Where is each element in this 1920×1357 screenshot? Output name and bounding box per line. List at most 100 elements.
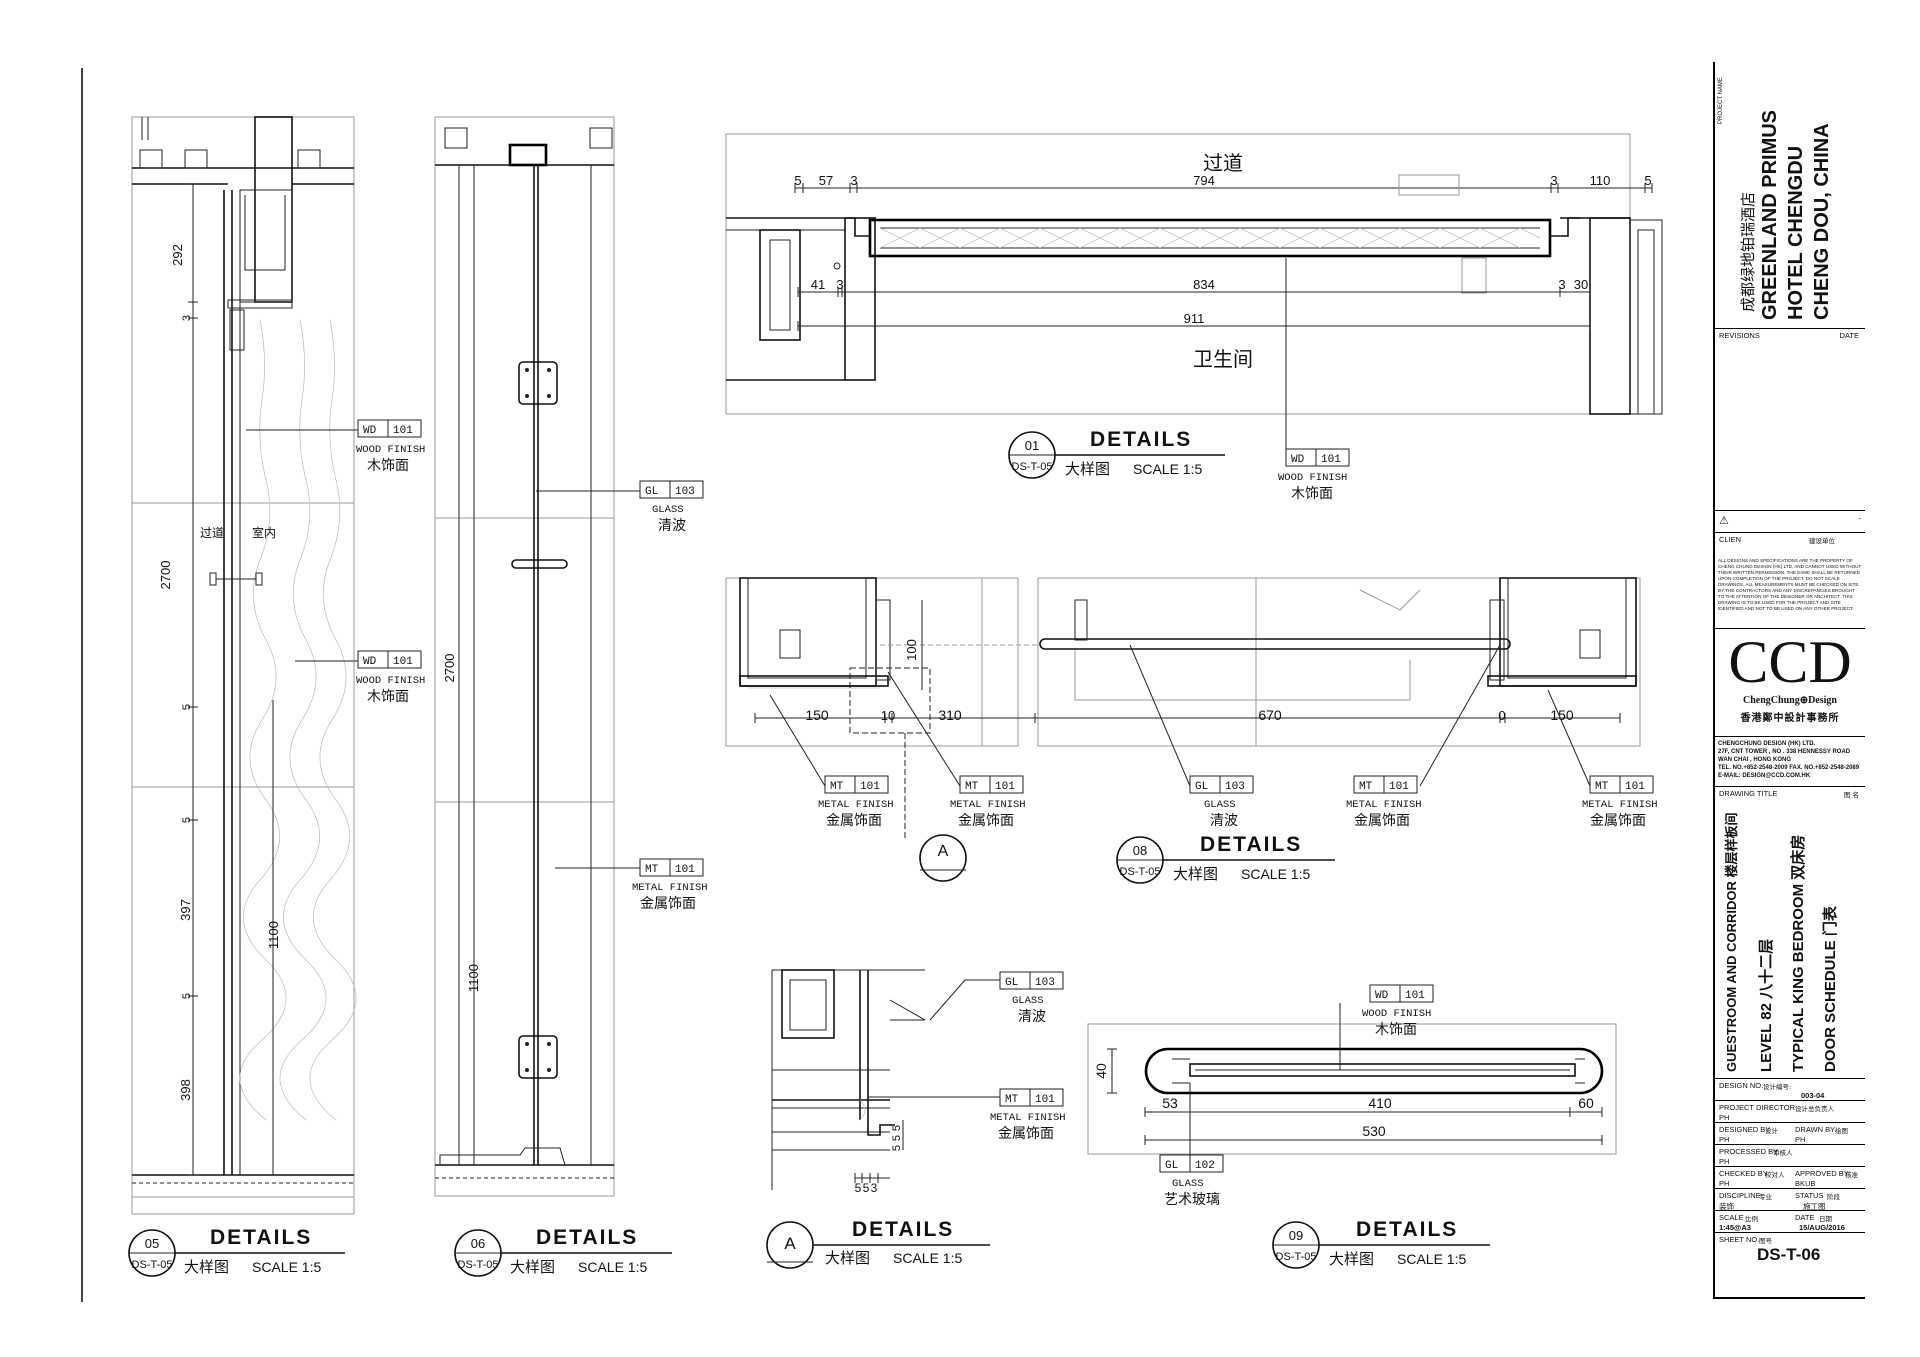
svg-text:SCALE 1:5: SCALE 1:5 (1241, 866, 1310, 882)
project-name-en-1: GREENLAND PRIMUS (1759, 109, 1781, 320)
svg-text:大样图: 大样图 (184, 1258, 229, 1276)
svg-text:01: 01 (1025, 438, 1039, 453)
svg-text:METAL FINISH: METAL FINISH (818, 799, 894, 811)
d09-tag-glass: GL 102 GLASS 艺术玻璃 (1159, 1154, 1224, 1208)
detail-08: A 100 150 10 310 670 0 150 08 DS-T-05 DE… (725, 577, 1641, 884)
svg-text:101: 101 (1625, 781, 1645, 793)
d05-dim-292: 292 (170, 244, 185, 266)
svg-text:MT: MT (1005, 1094, 1019, 1106)
svg-text:3: 3 (850, 173, 857, 188)
svg-text:金属饰面: 金属饰面 (1354, 813, 1410, 829)
svg-text:金属饰面: 金属饰面 (826, 813, 882, 829)
svg-text:SCALE 1:5: SCALE 1:5 (578, 1259, 647, 1275)
svg-text:101: 101 (1389, 781, 1409, 793)
sheet-number: DS-T-06 (1757, 1245, 1821, 1264)
svg-text:410: 410 (1368, 1095, 1392, 1111)
svg-text:2700: 2700 (158, 561, 173, 590)
svg-text:3: 3 (1550, 173, 1557, 188)
svg-text:艺术玻璃: 艺术玻璃 (1164, 1191, 1220, 1208)
svg-text:3: 3 (836, 277, 843, 292)
svg-text:5: 5 (863, 1181, 870, 1195)
d08-section-mark: A (938, 843, 949, 860)
svg-text:METAL FINISH: METAL FINISH (1346, 799, 1422, 811)
svg-text:METAL FINISH: METAL FINISH (950, 799, 1026, 811)
svg-text:GL: GL (1165, 1160, 1178, 1172)
svg-text:SCALE 1:5: SCALE 1:5 (1133, 461, 1202, 477)
svg-text:GL: GL (645, 486, 658, 498)
svg-text:金属饰面: 金属饰面 (958, 813, 1014, 829)
svg-text:530: 530 (1362, 1123, 1386, 1139)
svg-text:WD: WD (363, 425, 377, 437)
svg-text:101: 101 (675, 864, 695, 876)
svg-text:大样图: 大样图 (1329, 1250, 1374, 1268)
project-name-en-2: HOTEL CHENGDU (1785, 145, 1807, 320)
svg-text:GLASS: GLASS (1204, 799, 1236, 811)
project-name-cn: 成都绿地铂瑞酒店 (1739, 191, 1757, 312)
drawing-title-1: GUESTROOM AND CORRIDOR 楼层样板间 (1724, 812, 1739, 1072)
d01-tag-wood: WD 101 WOOD FINISH 木饰面 (1278, 448, 1350, 502)
svg-text:METAL FINISH: METAL FINISH (1582, 799, 1658, 811)
svg-text:大样图: 大样图 (510, 1258, 555, 1276)
svg-text:清波: 清波 (1018, 1009, 1046, 1025)
svg-text:WD: WD (1291, 454, 1305, 466)
svg-text:WD: WD (363, 656, 377, 668)
svg-text:METAL FINISH: METAL FINISH (632, 882, 708, 894)
dA-tag-metal: MT 101 METAL FINISH 金属饰面 (990, 1088, 1066, 1142)
svg-text:101: 101 (1321, 454, 1341, 466)
svg-text:5: 5 (891, 1135, 903, 1141)
svg-text:103: 103 (1035, 977, 1055, 989)
svg-text:MT: MT (1595, 781, 1609, 793)
svg-text:A: A (784, 1234, 796, 1253)
svg-text:DETAILS: DETAILS (1356, 1218, 1458, 1241)
svg-text:木饰面: 木饰面 (367, 689, 409, 705)
svg-text:101: 101 (1035, 1094, 1055, 1106)
svg-text:5: 5 (794, 173, 801, 188)
d08-tag-3: GL 103 GLASS 清波 (1189, 775, 1254, 829)
svg-text:310: 310 (938, 707, 962, 723)
svg-text:5: 5 (855, 1181, 862, 1195)
svg-text:GL: GL (1195, 781, 1208, 793)
svg-text:清波: 清波 (1210, 813, 1238, 829)
svg-text:MT: MT (830, 781, 844, 793)
svg-text:DS-T-05: DS-T-05 (1276, 1251, 1317, 1263)
svg-text:5: 5 (181, 993, 193, 999)
d05-label-corridor: 过道 (200, 526, 224, 540)
svg-text:木饰面: 木饰面 (1375, 1022, 1417, 1038)
d06-tag-metal: MT 101 METAL FINISH 金属饰面 (632, 858, 708, 912)
svg-text:GLASS: GLASS (1172, 1178, 1204, 1190)
svg-text:41: 41 (811, 277, 825, 292)
svg-text:30: 30 (1574, 277, 1588, 292)
title-block: PROJECT NAME 成都绿地铂瑞酒店 GREENLAND PRIMUS H… (1713, 62, 1865, 1299)
d08-tag-5: MT 101 METAL FINISH 金属饰面 (1582, 775, 1658, 829)
svg-text:101: 101 (393, 656, 413, 668)
svg-text:WOOD FINISH: WOOD FINISH (356, 675, 425, 687)
detail-05: 292 3 2700 5 5 397 5 398 1100 过道 室内 05 D… (128, 116, 358, 1277)
revisions-row: REVISIONS DATE (1715, 328, 1865, 340)
svg-text:101: 101 (1405, 990, 1425, 1002)
svg-text:5: 5 (181, 817, 193, 823)
svg-text:金属饰面: 金属饰面 (1590, 813, 1646, 829)
svg-text:SCALE 1:5: SCALE 1:5 (1397, 1251, 1466, 1267)
d05-title: DETAILS (210, 1226, 312, 1249)
svg-text:MT: MT (645, 864, 659, 876)
svg-text:WOOD FINISH: WOOD FINISH (1278, 472, 1347, 484)
d08-tag-2: MT 101 METAL FINISH 金属饰面 (950, 775, 1026, 829)
d09-tag-wood: WD 101 WOOD FINISH 木饰面 (1362, 984, 1434, 1038)
svg-text:06: 06 (471, 1236, 485, 1251)
d05-label-room: 室内 (252, 525, 276, 540)
drawing-title-2: LEVEL 82 八十二层 (1758, 938, 1775, 1072)
svg-text:2700: 2700 (442, 654, 457, 683)
svg-text:DS-T-05: DS-T-05 (1120, 866, 1161, 878)
svg-text:大样图: 大样图 (1173, 865, 1218, 883)
svg-text:834: 834 (1193, 277, 1215, 292)
svg-text:101: 101 (393, 425, 413, 437)
svg-text:GLASS: GLASS (1012, 995, 1044, 1007)
ccd-logo: CCD (1728, 629, 1852, 695)
svg-text:397: 397 (178, 899, 193, 921)
d05-tag-2: WD 101 WOOD FINISH 木饰面 (356, 650, 425, 705)
d05-num: 05 (145, 1236, 159, 1251)
svg-text:SCALE 1:5: SCALE 1:5 (893, 1250, 962, 1266)
svg-text:GL: GL (1005, 977, 1018, 989)
svg-text:WOOD FINISH: WOOD FINISH (356, 444, 425, 456)
